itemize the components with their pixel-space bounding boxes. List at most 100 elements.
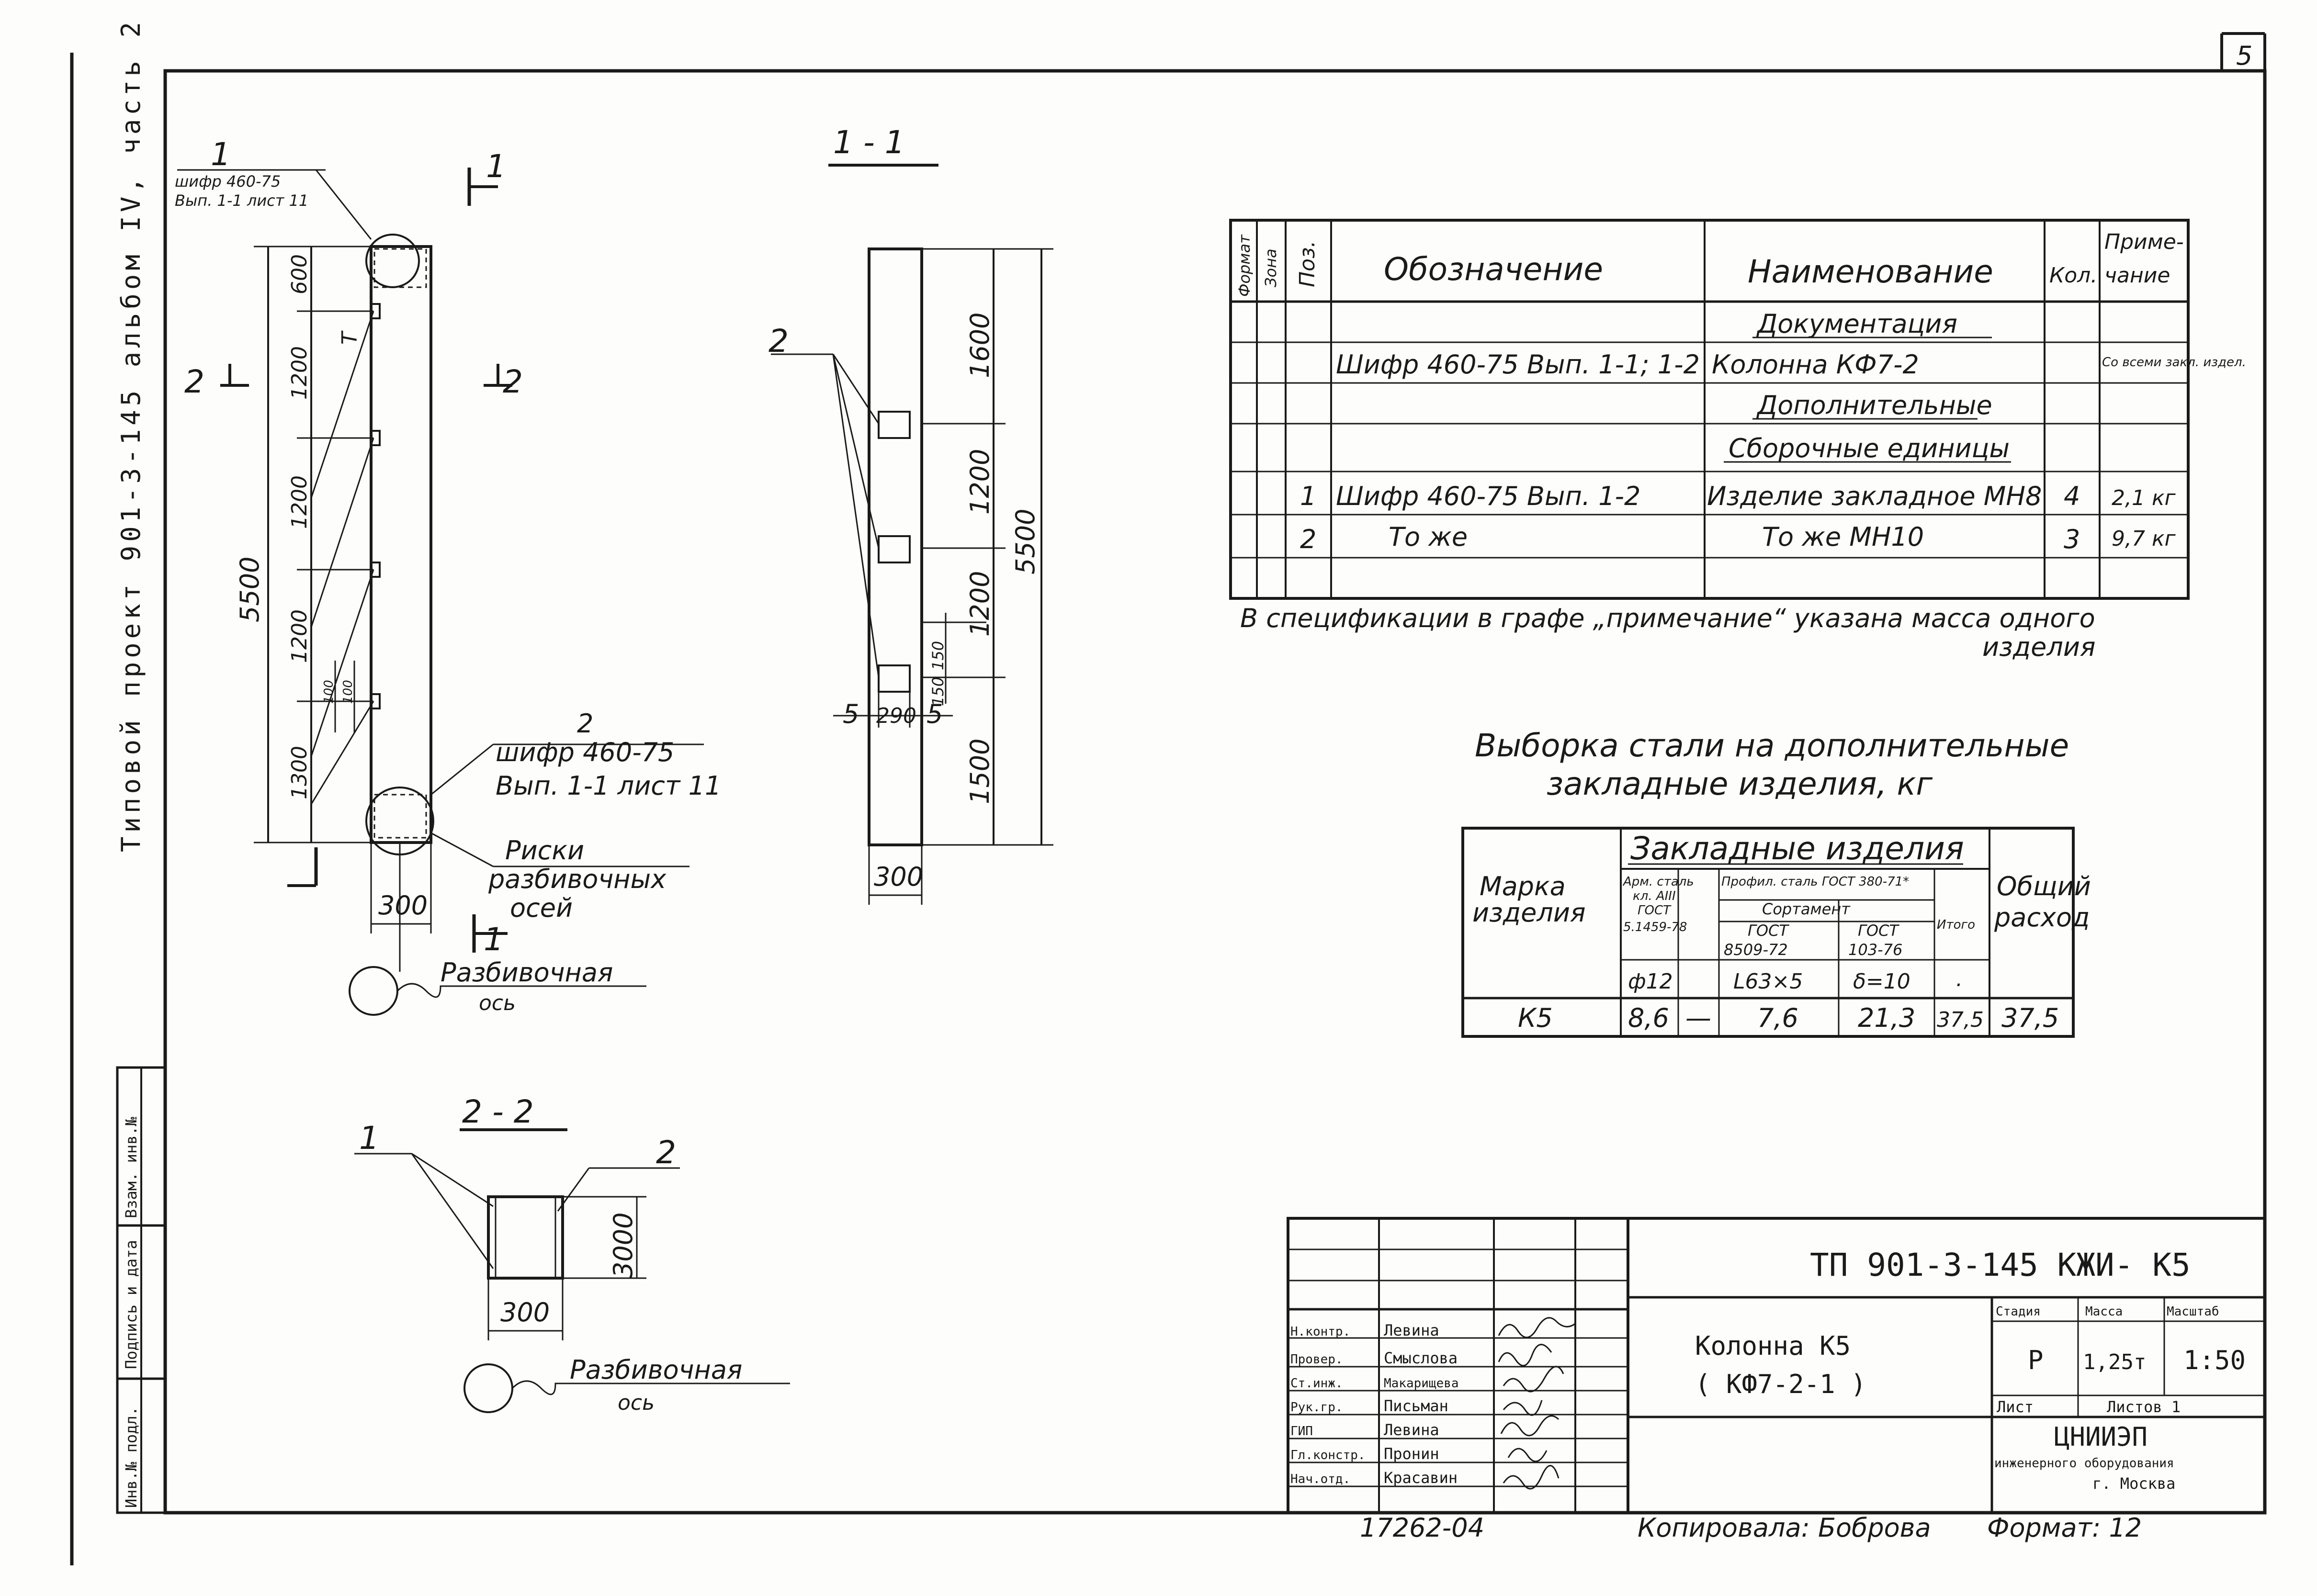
tb-name-6: Пронин xyxy=(1384,1445,1439,1463)
axis-text1: Разбивочная xyxy=(441,957,613,988)
title-block-grid xyxy=(1287,1217,2266,1514)
archive-number: 17262-04 xyxy=(1360,1513,1484,1543)
sheet-frame xyxy=(70,32,2267,1565)
section22-title: 2 - 2 xyxy=(462,1093,534,1130)
steel-row-total: 37,5 xyxy=(2001,1003,2059,1033)
steel-row-mark: К5 xyxy=(1518,1003,1553,1033)
spec-footnote2: изделия xyxy=(1982,632,2095,662)
tb-role-3: Ст.инж. xyxy=(1290,1376,1343,1391)
signature-marks xyxy=(1498,1317,1576,1490)
section-1-1 xyxy=(771,164,1053,905)
callout1-text2: Вып. 1-1 лист 11 xyxy=(175,191,308,210)
cut1-bottom-label: 1 xyxy=(484,921,504,958)
section11-leader: 2 xyxy=(769,323,789,360)
spec-header-note2: чание xyxy=(2104,263,2170,288)
section11-dim-5a: 5 xyxy=(843,699,859,729)
spec-row5-pos: 1 xyxy=(1300,481,1316,511)
section11-dim-1500: 1500 xyxy=(965,739,995,804)
left-label-strip xyxy=(116,1066,167,1514)
spec-header-name: Наименование xyxy=(1748,253,1993,290)
section11-dim-1600: 1600 xyxy=(965,313,995,378)
tb-name-1: Левина xyxy=(1384,1321,1439,1339)
section22-dim-3000: 3000 xyxy=(608,1213,638,1278)
steel-marka1: Марка xyxy=(1480,871,1566,901)
section11-dim-290: 290 xyxy=(876,704,916,728)
spec-row6-qty: 3 xyxy=(2064,524,2080,554)
axis-text2: ось xyxy=(479,991,516,1015)
column-elevation xyxy=(177,168,704,1016)
steel-row-arm: 8,6 xyxy=(1628,1003,1669,1033)
steel-title2: закладные изделия, кг xyxy=(1547,765,1933,802)
spec-header-format: Формат xyxy=(1235,234,1254,297)
label-podpis: Подпись и дата xyxy=(122,1240,140,1369)
riski-text3: осей xyxy=(510,893,573,923)
steel-marka2: изделия xyxy=(1472,898,1585,928)
steel-prof: Профил. сталь ГОСТ 380-71* xyxy=(1721,875,1909,889)
steel-row-plate: 21,3 xyxy=(1858,1003,1915,1033)
tb-org1: ЦНИИЭП xyxy=(2054,1422,2147,1452)
steel-arm1: Арм. сталь xyxy=(1622,875,1694,889)
section22-axis2: ось xyxy=(618,1391,655,1415)
spec-row5-name: Изделие закладное МН8 xyxy=(1707,481,2042,511)
tb-name2: ( КФ7-2-1 ) xyxy=(1695,1369,1866,1399)
spec-row2-code: Шифр 460-75 Вып. 1-1; 1-2 xyxy=(1336,349,1700,380)
format-label: Формат: 12 xyxy=(1987,1513,2142,1543)
spec-row6-name: То же МН10 xyxy=(1762,522,1924,552)
mark-t: Т xyxy=(338,330,362,345)
cut1-top-label: 1 xyxy=(486,148,506,185)
steel-group: Закладные изделия xyxy=(1630,830,1964,867)
tb-stage: Р xyxy=(2028,1345,2044,1375)
steel-arm4: 5.1459-78 xyxy=(1623,920,1687,934)
steel-gost1b: 8509-72 xyxy=(1724,941,1788,959)
tb-role-5: ГИП xyxy=(1290,1424,1313,1439)
tb-name-4: Письман xyxy=(1384,1397,1448,1415)
steel-arm3: ГОСТ xyxy=(1638,903,1672,918)
spec-row4-name: Сборочные единицы xyxy=(1729,433,2010,463)
spec-row5-note: 2,1 кг xyxy=(2112,486,2176,510)
steel-row-itogo: 37,5 xyxy=(1937,1008,1984,1032)
spec-header-qty: Кол. xyxy=(2049,263,2097,288)
steel-sub3: δ=10 xyxy=(1853,969,1910,994)
dim-small-100a: 100 xyxy=(322,680,336,704)
tb-sheet-h: Лист xyxy=(1997,1398,2034,1416)
section11-dim-1200a: 1200 xyxy=(965,449,995,515)
section11-dim-5b: 5 xyxy=(927,699,943,729)
spec-row5-code: Шифр 460-75 Вып. 1-2 xyxy=(1336,481,1640,511)
tb-sheets-h: Листов 1 xyxy=(2107,1398,2181,1416)
steel-gost1a: ГОСТ xyxy=(1748,922,1789,940)
steel-sort: Сортамент xyxy=(1762,900,1851,918)
spec-row6-code: То же xyxy=(1389,522,1468,552)
section22-dim-300: 300 xyxy=(500,1297,550,1327)
spec-footnote1: В спецификации в графе „примечание“ указ… xyxy=(1240,603,2095,633)
dim-small-100b: 100 xyxy=(341,680,355,704)
tb-role-2: Провер. xyxy=(1290,1352,1343,1367)
steel-row-angle: 7,6 xyxy=(1757,1003,1798,1033)
spec-header-note1: Приме- xyxy=(2104,230,2184,254)
section11-title: 1 - 1 xyxy=(833,124,905,161)
steel-total2: расход xyxy=(1994,902,2090,933)
steel-gost2a: ГОСТ xyxy=(1858,922,1899,940)
steel-table-grid xyxy=(1461,827,2075,1038)
steel-gost2b: 103-76 xyxy=(1848,941,1902,959)
callout2-text2: Вып. 1-1 лист 11 xyxy=(496,771,721,801)
callout1-text1: шифр 460-75 xyxy=(175,172,281,191)
dim-width-300: 300 xyxy=(378,890,428,921)
tb-name-3: Макарищева xyxy=(1384,1376,1459,1391)
tb-stage-h: Стадия xyxy=(1996,1304,2041,1319)
tb-org2: инженерного оборудования xyxy=(1994,1456,2174,1471)
tb-role-7: Нач.отд. xyxy=(1290,1472,1350,1486)
label-inv-podl: Инв.№ подл. xyxy=(122,1406,140,1508)
dim-seg-1200b: 1200 xyxy=(287,475,312,529)
tb-org3: г. Москва xyxy=(2092,1474,2175,1493)
section11-dim-150a: 150 xyxy=(929,641,947,670)
tb-name-7: Красавин xyxy=(1384,1469,1458,1487)
tb-mass: 1,25т xyxy=(2083,1350,2146,1374)
label-vzam: Взам. инв.№ xyxy=(122,1116,140,1218)
section11-dim-300: 300 xyxy=(874,862,923,892)
section11-dim-150b: 150 xyxy=(929,677,947,706)
spec-row2-name: Колонна КФ7-2 xyxy=(1712,349,1919,380)
dim-seg-600: 600 xyxy=(287,254,312,294)
steel-row-blank: — xyxy=(1685,1003,1711,1033)
spec-table-grid xyxy=(1229,219,2190,600)
